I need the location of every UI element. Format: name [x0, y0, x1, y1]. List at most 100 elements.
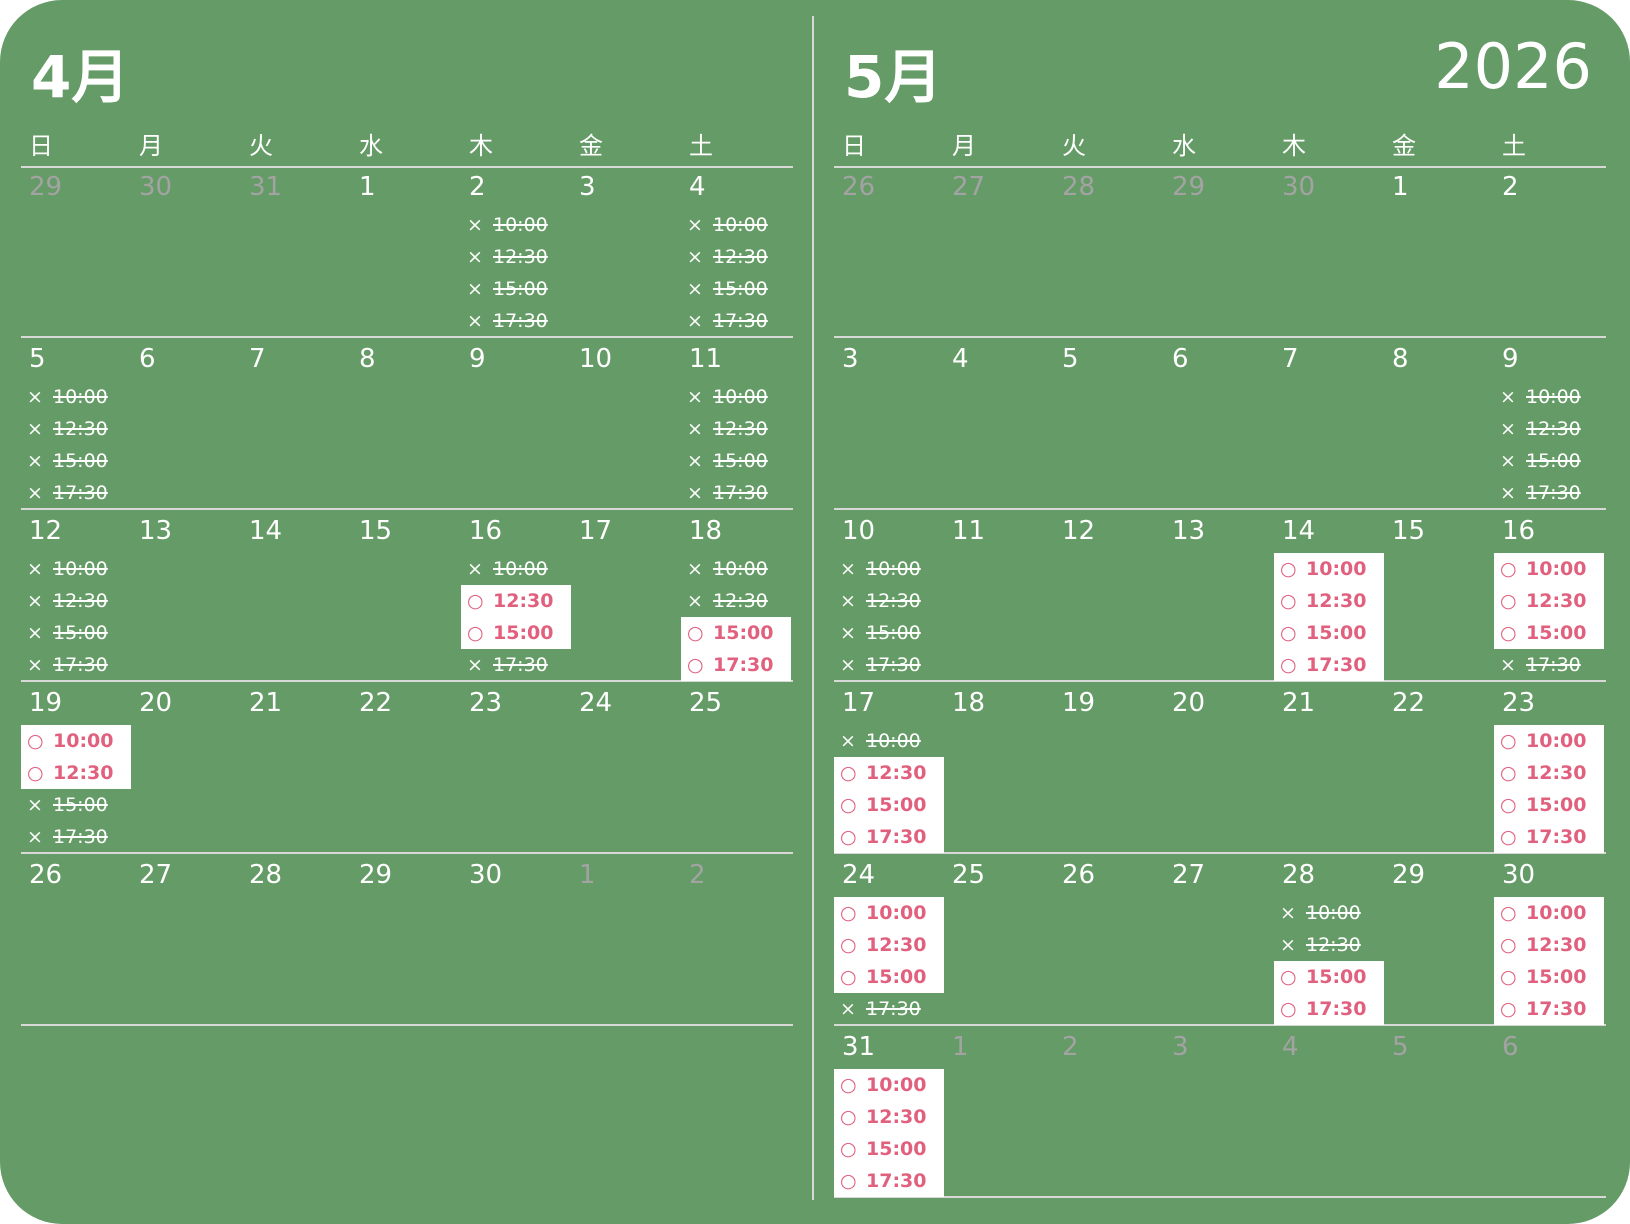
day-number: 17 — [842, 688, 876, 718]
day-number: 5 — [29, 344, 46, 374]
day-number: 21 — [249, 688, 283, 718]
day-number: 27 — [1172, 860, 1206, 890]
slot-time: 12:30 — [866, 1106, 927, 1128]
time-slot-available[interactable]: ○15:00 — [1494, 789, 1604, 821]
time-slot-available[interactable]: ○12:30 — [1494, 929, 1604, 961]
time-slot-available[interactable]: ○10:00 — [21, 725, 131, 757]
time-slot-available[interactable]: ○12:30 — [1494, 585, 1604, 617]
day-cell: 2 — [681, 854, 791, 1024]
day-number: 18 — [952, 688, 986, 718]
day-number: 7 — [249, 344, 266, 374]
day-cell: 29 — [351, 854, 461, 1024]
time-slot-available[interactable]: ○10:00 — [1494, 897, 1604, 929]
day-number: 26 — [842, 172, 876, 202]
time-slot-full: ×12:30 — [1494, 413, 1604, 445]
circle-icon: ○ — [1500, 622, 1517, 644]
cross-icon: × — [687, 558, 703, 580]
slot-time: 12:30 — [53, 590, 108, 612]
slot-time: 15:00 — [866, 622, 921, 644]
time-slot-available[interactable]: ○ 12:30 — [1494, 757, 1604, 789]
weekday-header: 日月火水木金土 — [834, 126, 1606, 168]
time-slot-available[interactable]: ○15:00 — [1274, 617, 1384, 649]
time-slot-available[interactable]: ○12:30 — [834, 929, 944, 961]
time-slot-available[interactable]: ○15:00 — [834, 961, 944, 993]
day-number: 6 — [1502, 1032, 1519, 1062]
time-slot-full: ×15:00 — [21, 445, 131, 477]
time-slot-available[interactable]: ○10:00 — [834, 897, 944, 929]
time-slot-full: ×10:00 — [834, 553, 944, 585]
time-slot-available[interactable]: ○15:00 — [834, 789, 944, 821]
day-cell: 4×10:00×12:30×15:00×17:30 — [681, 166, 791, 336]
day-number: 24 — [842, 860, 876, 890]
day-cell: 14 — [241, 510, 351, 680]
time-slot-available[interactable]: ○12:30 — [834, 757, 944, 789]
time-slot-available[interactable]: ○12:30 — [1274, 585, 1384, 617]
time-slot-available[interactable]: ○17:30 — [1274, 993, 1384, 1025]
slot-time: 15:00 — [1306, 966, 1367, 988]
day-cell: 30 ○10:00○12:30○15:00○17:30 — [1494, 854, 1604, 1025]
circle-icon: ○ — [1280, 558, 1297, 580]
slot-time: 15:00 — [493, 622, 554, 644]
day-number: 26 — [29, 860, 63, 890]
slot-time: 12:30 — [866, 590, 921, 612]
slot-time: 15:00 — [713, 278, 768, 300]
time-slot-available[interactable]: ○17:30 — [1494, 821, 1604, 853]
cross-icon: × — [467, 214, 483, 236]
time-slot-available[interactable]: ○10:00 — [834, 1069, 944, 1101]
time-slot-full: ×17:30 — [461, 305, 571, 337]
time-slot-full: ×10:00 — [21, 553, 131, 585]
time-slot-available[interactable]: ○10:00 — [1274, 553, 1384, 585]
cross-icon: × — [27, 622, 43, 644]
day-number: 23 — [1502, 688, 1536, 718]
time-slot-available[interactable]: ○15:00 — [461, 617, 571, 649]
time-slot-available[interactable]: ○17:30 — [834, 1165, 944, 1197]
circle-icon: ○ — [687, 654, 704, 676]
time-slot-available[interactable]: ○15:00 — [1494, 617, 1604, 649]
day-number: 1 — [579, 860, 596, 890]
day-number: 15 — [1392, 516, 1426, 546]
day-cell: 20 — [1164, 682, 1274, 852]
time-slot-available[interactable]: ○10:00 — [1494, 553, 1604, 585]
circle-icon: ○ — [1500, 762, 1517, 784]
day-cell: 25 — [944, 854, 1054, 1024]
time-slot-available[interactable]: ○12:30 — [834, 1101, 944, 1133]
day-number: 28 — [1062, 172, 1096, 202]
day-cell: 29 — [1384, 854, 1494, 1024]
cross-icon: × — [467, 278, 483, 300]
time-slot-full: ×17:30 — [21, 821, 131, 853]
day-number: 30 — [1502, 860, 1536, 890]
time-slot-full: ×15:00 — [681, 445, 791, 477]
day-number: 2 — [469, 172, 486, 202]
time-slot-full: ×17:30 — [834, 649, 944, 681]
day-cell: 30 — [1274, 166, 1384, 336]
time-slot-available[interactable]: ○17:30 — [681, 649, 791, 681]
time-slot-available[interactable]: ○15:00 — [834, 1133, 944, 1165]
time-slot-full: ×17:30 — [21, 649, 131, 681]
day-cell: 17×10:00○12:30○15:00○17:30 — [834, 682, 944, 853]
circle-icon: ○ — [840, 1170, 857, 1192]
time-slot-available[interactable]: ○17:30 — [834, 821, 944, 853]
time-slot-available[interactable]: ○12:30 — [21, 757, 131, 789]
day-number: 11 — [952, 516, 986, 546]
day-cell: 10×10:00×12:30×15:00×17:30 — [834, 510, 944, 680]
time-slot-available[interactable]: ○12:30 — [461, 585, 571, 617]
day-number: 11 — [689, 344, 723, 374]
time-slot-available[interactable]: ○17:30 — [1494, 993, 1604, 1025]
weekday-label: 土 — [1502, 132, 1526, 160]
day-cell: 1 — [1384, 166, 1494, 336]
time-slot-available[interactable]: ○15:00 — [1274, 961, 1384, 993]
time-slot-available[interactable]: ○15:00 — [681, 617, 791, 649]
slot-time: 17:30 — [866, 654, 921, 676]
time-slot-available[interactable]: ○15:00 — [1494, 961, 1604, 993]
circle-icon: ○ — [1280, 998, 1297, 1020]
weekday-label: 火 — [1062, 132, 1086, 160]
day-number: 18 — [689, 516, 723, 546]
slot-time: 12:30 — [1526, 762, 1587, 784]
time-slot-available[interactable]: ○10:00 — [1494, 725, 1604, 757]
slot-time: 15:00 — [866, 966, 927, 988]
time-slot-available[interactable]: ○17:30 — [1274, 649, 1384, 681]
slot-time: 17:30 — [1306, 654, 1367, 676]
